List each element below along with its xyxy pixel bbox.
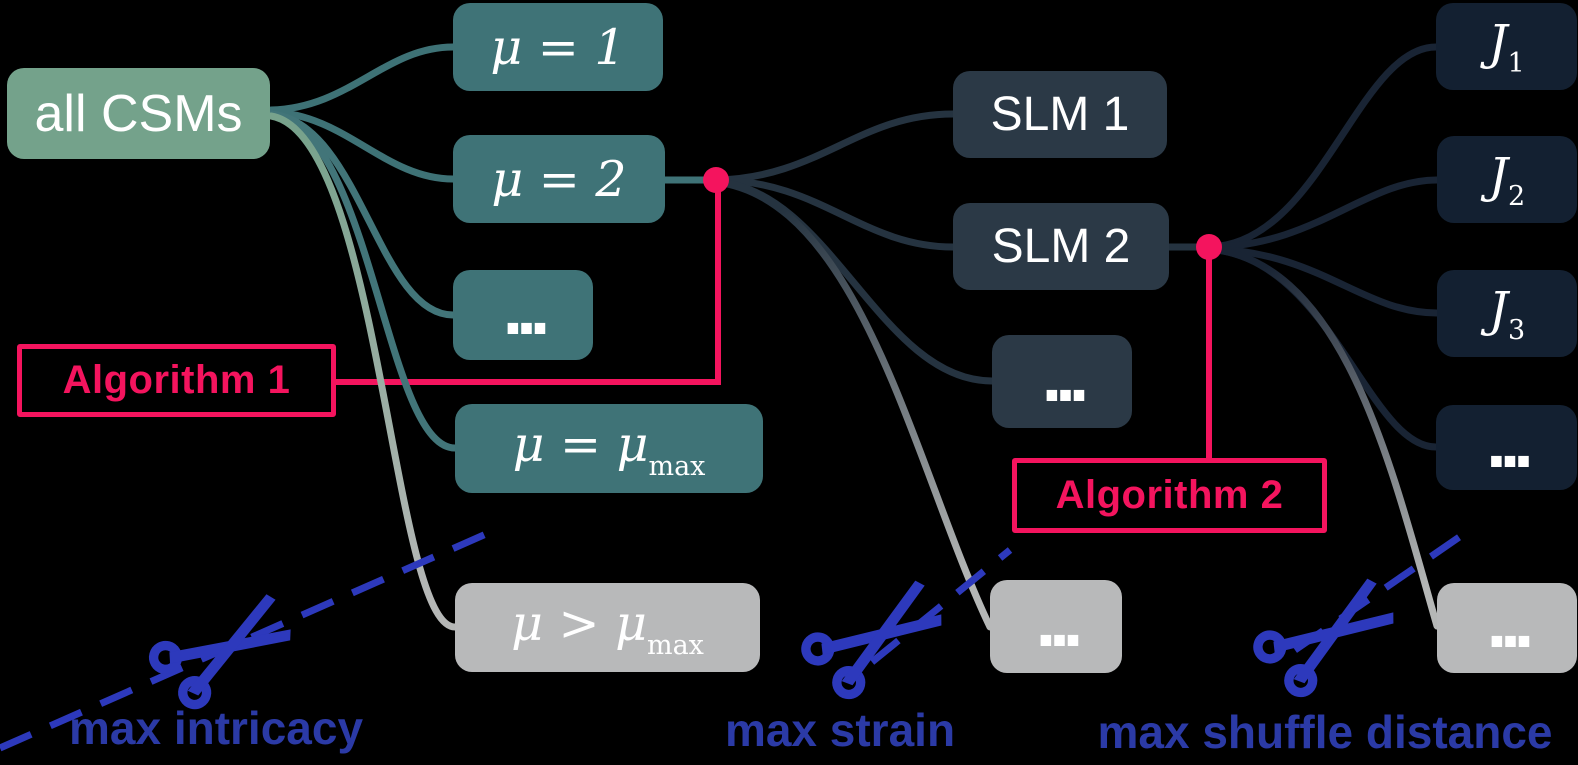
node-label: μ = 1 [490,18,626,76]
scissors-icon-shuffle [1253,569,1405,701]
cut-line-strain [869,547,1013,665]
node-mu-1: μ = 1 [453,3,663,91]
ellipsis-label: ... [1041,333,1090,417]
edge-root-mu-max [267,110,459,452]
edge-junction-j3 [1205,245,1441,317]
node-label-main: J [1488,14,1508,71]
node-mu-max: μ = μmax [455,404,763,493]
algorithm1-label-box: Algorithm 1 [17,344,336,417]
cut-label-max-intricacy: max intricacy [68,702,364,754]
node-label-subscript: max [648,450,706,482]
edge-junction-j2 [1205,176,1441,251]
node-label-main: μ = μ [512,415,649,473]
node-label-main: J [1488,281,1509,338]
root-branches [267,43,459,631]
scissors-icon-strain [801,571,953,703]
edge-junction-slm1 [712,110,957,184]
node-label: all CSMs [34,84,243,143]
algorithm2-label: Algorithm 2 [1055,473,1284,517]
edge-root-mu2 [267,108,457,183]
node-label-subscript: 1 [1507,47,1525,79]
algorithm2-label-box: Algorithm 2 [1012,458,1327,533]
node-j3: J3 [1437,270,1577,357]
junction-dot-mu2 [703,167,729,193]
node-label: SLM 1 [990,88,1130,141]
node-label-main: J [1488,147,1509,204]
node-label: μ > μmax [511,595,704,661]
node-j2: J2 [1437,136,1577,223]
node-j-ellipsis: ... [1436,399,1577,490]
node-mu-ellipsis: ... [453,270,593,360]
edge-junction-slm2 [712,176,957,251]
cut-line-shuffle [1293,524,1476,653]
node-slm-2: SLM 2 [953,203,1169,290]
node-label: J3 [1489,282,1525,346]
node-label-subscript: 2 [1508,180,1526,212]
node-slm-1: SLM 1 [953,71,1167,158]
edge-junction-slm-ellipsis [712,178,996,385]
edge-root-mu-over-max [267,112,459,631]
node-label: μ = 2 [491,150,627,208]
j-branches [1165,43,1441,630]
edge-junction-slm-cut [712,178,994,631]
node-label-subscript: max [646,629,704,661]
ellipsis-label: ... [502,267,551,350]
algorithm1-label: Algorithm 1 [62,358,291,402]
ellipsis-label: ... [1486,580,1535,663]
node-label-main: μ > μ [511,594,647,652]
node-label: SLM 2 [991,220,1131,273]
cut-label-max-shuffle-distance: max shuffle distance [1097,706,1553,758]
node-all-csms: all CSMs [7,68,270,159]
node-mu-over-max: μ > μmax [455,583,760,672]
node-label-subscript: 3 [1508,314,1526,346]
node-j-cut-ellipsis: ... [1437,583,1577,673]
algorithm1-connector-line [336,180,721,385]
node-slm-cut-ellipsis: ... [990,580,1122,673]
slm-branches [661,110,996,631]
node-label: μ = μmax [513,416,706,482]
edge-junction-j-cut [1205,245,1441,630]
node-label: J2 [1489,148,1525,212]
scissors-icon-intricacy [149,585,301,713]
ellipsis-label: ... [1035,578,1084,662]
node-slm-ellipsis: ... [992,335,1132,428]
cut-label-max-strain: max strain [724,704,956,756]
edge-junction-j1 [1205,43,1440,251]
node-j1: J1 [1436,3,1577,90]
cut-line-intricacy [0,523,504,752]
edge-root-mu1 [267,43,457,114]
node-label: J1 [1488,15,1524,79]
node-mu-2: μ = 2 [453,135,665,223]
ellipsis-label: ... [1486,399,1534,483]
junction-dot-slm2 [1196,234,1222,260]
